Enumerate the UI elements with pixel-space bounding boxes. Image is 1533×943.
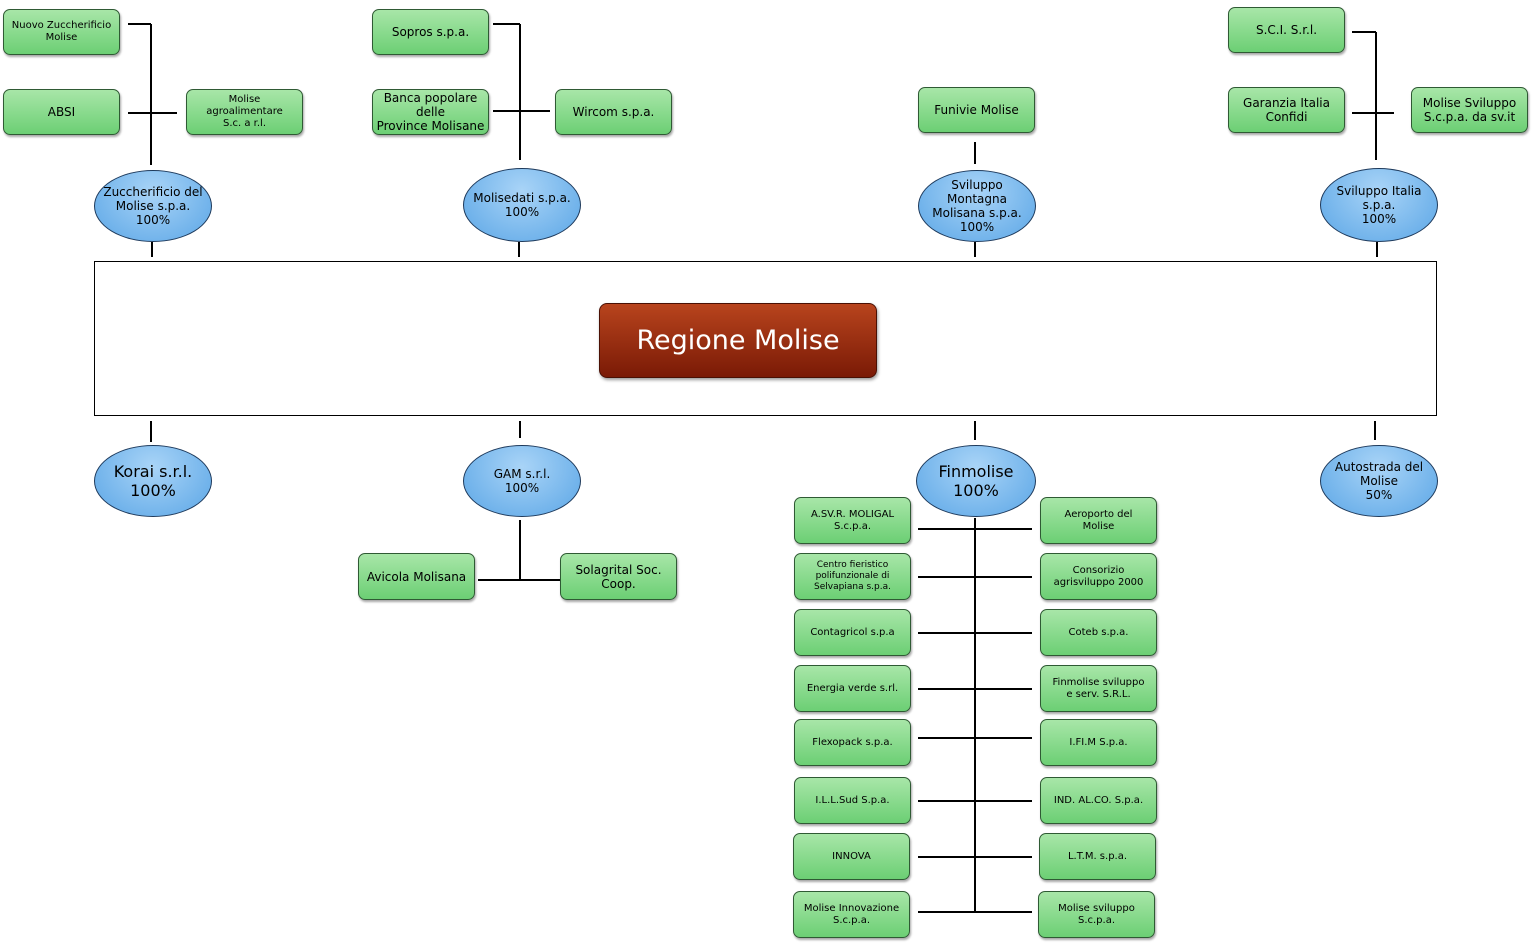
finmolise-right-item: L.T.M. s.p.a. <box>1039 833 1156 880</box>
finmolise-right-item: IND. AL.CO. S.p.a. <box>1040 777 1157 824</box>
finmolise-left-item: Centro fieristico polifunzionale di Selv… <box>794 553 911 600</box>
sviluppo-italia-ellipse: Sviluppo Italia s.p.a. 100% <box>1320 168 1438 242</box>
avicola-molisana-box: Avicola Molisana <box>358 553 475 600</box>
finmolise-right-item: Finmolise sviluppo e serv. S.R.L. <box>1040 665 1157 712</box>
absi-box: ABSI <box>3 89 120 135</box>
funivie-molise-box: Funivie Molise <box>918 87 1035 133</box>
molisedati-ellipse: Molisedati s.p.a. 100% <box>463 168 581 242</box>
garanzia-italia-box: Garanzia Italia Confidi <box>1228 87 1345 133</box>
nuovo-zuccherificio-box: Nuovo Zuccherificio Molise <box>3 9 120 55</box>
finmolise-left-item: A.SV.R. MOLIGAL S.c.p.a. <box>794 497 911 544</box>
finmolise-ellipse: Finmolise 100% <box>916 445 1036 517</box>
finmolise-left-item: Contagricol s.p.a <box>794 609 911 656</box>
wircom-box: Wircom s.p.a. <box>555 89 672 135</box>
autostrada-ellipse: Autostrada del Molise 50% <box>1320 445 1438 517</box>
banca-popolare-box: Banca popolare delle Province Molisane <box>372 89 489 135</box>
finmolise-right-item: Consorizio agrisviluppo 2000 <box>1040 553 1157 600</box>
regione-molise-title: Regione Molise <box>599 303 877 378</box>
finmolise-left-item: I.L.L.Sud S.p.a. <box>794 777 911 824</box>
sviluppo-montagna-ellipse: Sviluppo Montagna Molisana s.p.a. 100% <box>918 170 1036 242</box>
solagrital-box: Solagrital Soc. Coop. <box>560 553 677 600</box>
gam-ellipse: GAM s.r.l. 100% <box>463 445 581 517</box>
finmolise-right-item: I.FI.M S.p.a. <box>1040 719 1157 766</box>
korai-ellipse: Korai s.r.l. 100% <box>94 445 212 517</box>
finmolise-right-item: Coteb s.p.a. <box>1040 609 1157 656</box>
zuccherificio-ellipse: Zuccherificio del Molise s.p.a. 100% <box>94 170 212 242</box>
finmolise-left-item: Flexopack s.p.a. <box>794 719 911 766</box>
sci-box: S.C.I. S.r.l. <box>1228 7 1345 53</box>
finmolise-left-item: Energia verde s.rl. <box>794 665 911 712</box>
molise-agroalimentare-box: Molise agroalimentare S.c. a r.l. <box>186 89 303 135</box>
finmolise-left-item: INNOVA <box>793 833 910 880</box>
sopros-box: Sopros s.p.a. <box>372 9 489 55</box>
finmolise-left-item: Molise Innovazione S.c.p.a. <box>793 891 910 938</box>
finmolise-right-item: Molise sviluppo S.c.p.a. <box>1038 891 1155 938</box>
finmolise-right-item: Aeroporto del Molise <box>1040 497 1157 544</box>
molise-sviluppo-sv-box: Molise Sviluppo S.c.p.a. da sv.it <box>1411 87 1528 133</box>
